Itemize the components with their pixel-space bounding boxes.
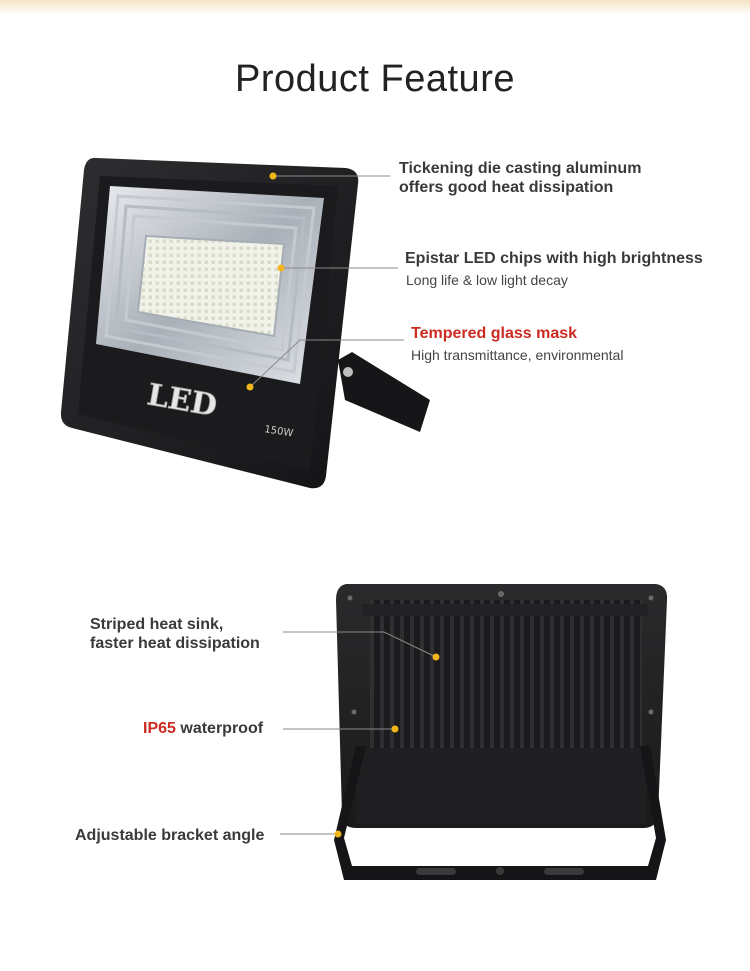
marker-dot — [277, 264, 285, 272]
feature-led-chips-subtitle: Long life & low light decay — [406, 272, 568, 288]
marker-dot — [246, 383, 254, 391]
feature-glass-mask-subtitle: High transmittance, environmental — [411, 347, 624, 363]
marker-dot — [269, 172, 277, 180]
marker-dot — [432, 653, 440, 661]
feature-waterproof: IP65 waterproof — [143, 719, 263, 738]
feature-title-line2: offers good heat dissipation — [399, 179, 614, 196]
leader-lines-bottom — [280, 631, 437, 835]
bracket-screw-icon — [343, 367, 353, 377]
feature-title: Tickening die casting aluminum — [399, 160, 642, 177]
feature-heat-dissipation: Tickening die casting aluminum offers go… — [399, 159, 641, 197]
feature-line2: faster heat dissipation — [90, 635, 260, 652]
waterproof-text: waterproof — [175, 720, 264, 737]
feature-glass-mask-title: Tempered glass mask — [411, 325, 578, 342]
top-glow — [0, 0, 750, 14]
marker-dot — [391, 725, 399, 733]
marker-dot — [334, 830, 342, 838]
floodlight-back — [334, 584, 668, 880]
wattage-label: 150W — [264, 424, 294, 439]
marker-dots-top — [246, 172, 285, 391]
feature-heat-sink: Striped heat sink, faster heat dissipati… — [90, 615, 260, 653]
marker-dots-bottom — [334, 653, 440, 838]
feature-bracket-angle: Adjustable bracket angle — [75, 827, 265, 844]
page-title: Product Feature — [235, 58, 515, 100]
leader-lines-top — [249, 175, 404, 388]
ip-rating-highlight: IP65 — [143, 720, 176, 737]
feature-led-chips-title: Epistar LED chips with high brightness — [405, 250, 703, 267]
feature-line1: Striped heat sink, — [90, 616, 224, 633]
floodlight-front: LED 150W — [60, 157, 430, 489]
